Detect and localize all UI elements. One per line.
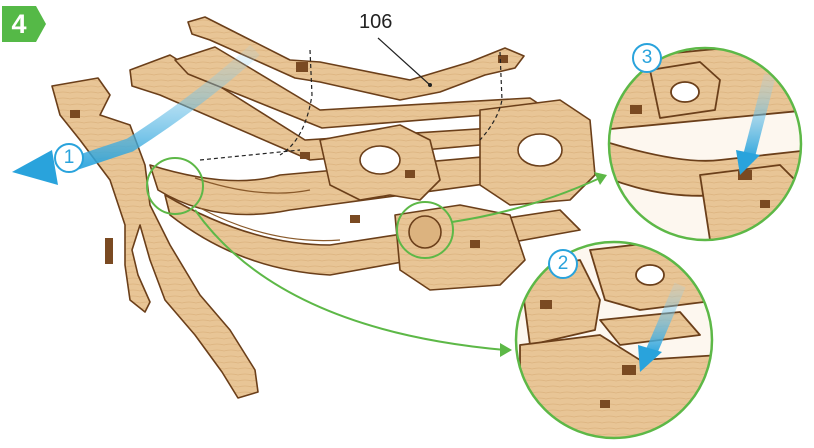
wooden-frame — [52, 17, 595, 398]
lower-block — [395, 205, 525, 290]
zoom-detail-2 — [510, 235, 720, 448]
callout-2: 2 — [548, 249, 578, 279]
zoom-detail-3 — [600, 40, 810, 245]
callout-3: 3 — [632, 43, 662, 73]
step-badge: 4 — [2, 6, 46, 42]
part-number-label: 106 — [359, 11, 392, 34]
step-number: 4 — [2, 9, 36, 40]
callout-1: 1 — [54, 143, 84, 173]
